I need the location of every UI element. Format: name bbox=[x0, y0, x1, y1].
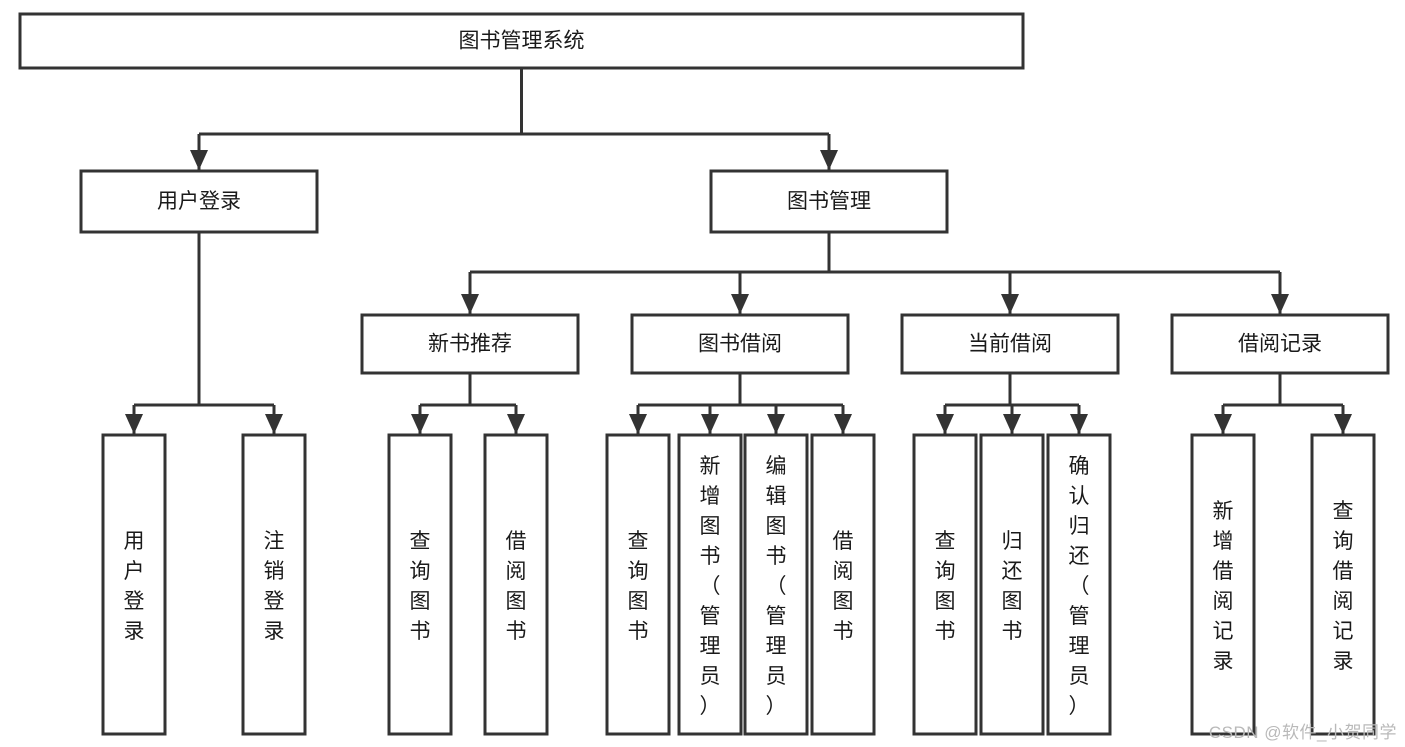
node-rect[interactable] bbox=[101, 433, 167, 736]
node-leaf-return-book[interactable]: 归还图书 bbox=[979, 433, 1045, 736]
node-label: 图书管理系统 bbox=[459, 30, 585, 53]
node-label: 借阅记录 bbox=[1238, 333, 1322, 356]
node-rect[interactable] bbox=[912, 433, 978, 736]
node-rect[interactable] bbox=[241, 433, 307, 736]
connector-lines bbox=[125, 68, 1352, 434]
arrow-head-icon bbox=[1334, 414, 1352, 434]
node-label: 借阅图书 bbox=[506, 530, 527, 643]
node-leaf-query-book-3[interactable]: 查询图书 bbox=[912, 433, 978, 736]
arrow-head-icon bbox=[820, 150, 838, 170]
node-user-login[interactable]: 用户登录 bbox=[79, 169, 319, 234]
node-rect[interactable] bbox=[810, 433, 876, 736]
node-rect[interactable] bbox=[1170, 313, 1390, 375]
node-rect[interactable] bbox=[630, 313, 850, 375]
node-label: 新增借阅记录 bbox=[1213, 500, 1234, 673]
node-label: 归还图书 bbox=[1002, 530, 1023, 643]
arrow-head-icon bbox=[265, 414, 283, 434]
csdn-watermark: CSDN @软件_小贺同学 bbox=[1208, 723, 1397, 742]
node-leaf-add-book[interactable]: 新增图书（管理员） bbox=[677, 433, 743, 736]
arrow-head-icon bbox=[834, 414, 852, 434]
node-leaf-query-book-2[interactable]: 查询图书 bbox=[605, 433, 671, 736]
node-label: 查询图书 bbox=[935, 530, 956, 643]
node-root[interactable]: 图书管理系统 bbox=[18, 12, 1025, 70]
node-rect[interactable] bbox=[743, 433, 809, 736]
arrow-head-icon bbox=[767, 414, 785, 434]
node-rect[interactable] bbox=[709, 169, 949, 234]
node-leaf-borrow-book-1[interactable]: 借阅图书 bbox=[483, 433, 549, 736]
arrow-head-icon bbox=[1214, 414, 1232, 434]
arrow-head-icon bbox=[411, 414, 429, 434]
node-label: 确认归还（管理员） bbox=[1069, 455, 1090, 718]
node-leaf-query-record[interactable]: 查询借阅记录 bbox=[1310, 433, 1376, 736]
node-rect[interactable] bbox=[483, 433, 549, 736]
node-rect[interactable] bbox=[1190, 433, 1256, 736]
arrow-head-icon bbox=[125, 414, 143, 434]
node-boxes: 图书管理系统用户登录图书管理新书推荐图书借阅当前借阅借阅记录用户登录注销登录查询… bbox=[18, 12, 1390, 736]
arrow-head-icon bbox=[190, 150, 208, 170]
node-rect[interactable] bbox=[677, 433, 743, 736]
node-label: 查询借阅记录 bbox=[1333, 500, 1354, 673]
arrow-head-icon bbox=[701, 414, 719, 434]
node-book-manage[interactable]: 图书管理 bbox=[709, 169, 949, 234]
node-leaf-query-book-1[interactable]: 查询图书 bbox=[387, 433, 453, 736]
node-rect[interactable] bbox=[1046, 433, 1112, 736]
arrow-head-icon bbox=[629, 414, 647, 434]
node-rect[interactable] bbox=[900, 313, 1120, 375]
arrow-head-icon bbox=[1003, 414, 1021, 434]
node-borrow-record[interactable]: 借阅记录 bbox=[1170, 313, 1390, 375]
node-book-borrow[interactable]: 图书借阅 bbox=[630, 313, 850, 375]
arrow-head-icon bbox=[936, 414, 954, 434]
arrow-head-icon bbox=[1070, 414, 1088, 434]
node-rect[interactable] bbox=[605, 433, 671, 736]
node-leaf-confirm-return[interactable]: 确认归还（管理员） bbox=[1046, 433, 1112, 736]
node-leaf-user-login[interactable]: 用户登录 bbox=[101, 433, 167, 736]
arrow-head-icon bbox=[507, 414, 525, 434]
node-label: 查询图书 bbox=[410, 530, 431, 643]
node-rect[interactable] bbox=[387, 433, 453, 736]
node-label: 借阅图书 bbox=[833, 530, 854, 643]
node-leaf-logout[interactable]: 注销登录 bbox=[241, 433, 307, 736]
node-rect[interactable] bbox=[360, 313, 580, 375]
node-rect[interactable] bbox=[1310, 433, 1376, 736]
arrow-head-icon bbox=[1271, 294, 1289, 314]
node-label: 新增图书（管理员） bbox=[700, 455, 721, 718]
node-rect[interactable] bbox=[979, 433, 1045, 736]
node-label: 查询图书 bbox=[628, 530, 649, 643]
node-label: 图书管理 bbox=[787, 190, 871, 213]
node-leaf-borrow-book-2[interactable]: 借阅图书 bbox=[810, 433, 876, 736]
node-rect[interactable] bbox=[18, 12, 1025, 70]
node-label: 当前借阅 bbox=[968, 333, 1052, 356]
node-leaf-add-record[interactable]: 新增借阅记录 bbox=[1190, 433, 1256, 736]
arrow-head-icon bbox=[461, 294, 479, 314]
node-new-book-recommend[interactable]: 新书推荐 bbox=[360, 313, 580, 375]
node-label: 编辑图书（管理员） bbox=[766, 455, 787, 718]
node-label: 图书借阅 bbox=[698, 333, 782, 356]
node-rect[interactable] bbox=[79, 169, 319, 234]
node-label: 注销登录 bbox=[264, 530, 285, 643]
node-label: 用户登录 bbox=[157, 190, 241, 213]
node-current-borrow[interactable]: 当前借阅 bbox=[900, 313, 1120, 375]
node-leaf-edit-book[interactable]: 编辑图书（管理员） bbox=[743, 433, 809, 736]
node-label: 新书推荐 bbox=[428, 333, 512, 356]
arrow-head-icon bbox=[731, 294, 749, 314]
node-label: 用户登录 bbox=[124, 530, 145, 643]
arrow-head-icon bbox=[1001, 294, 1019, 314]
